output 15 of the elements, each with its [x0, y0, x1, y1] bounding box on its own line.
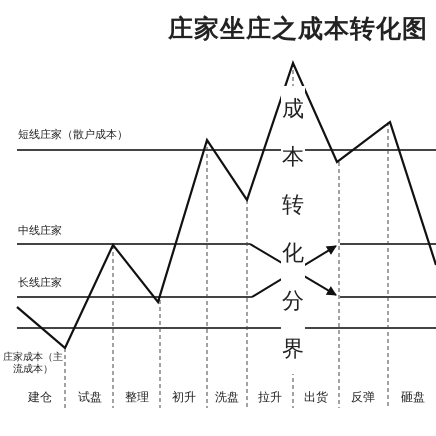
phase-label: 反弹	[350, 390, 376, 404]
line-label: 庄家成本（主流成本）	[2, 352, 64, 376]
phase-label: 初升	[171, 390, 197, 404]
line-label: 长线庄家	[18, 276, 62, 290]
phase-label: 试盘	[77, 390, 103, 404]
line-label: 短线庄家（散户成本）	[18, 128, 128, 142]
phase-label: 砸盘	[400, 390, 426, 404]
phase-label: 洗盘	[214, 390, 240, 404]
phase-label: 拉升	[257, 390, 283, 404]
line-label: 中线庄家	[18, 224, 62, 238]
chart-title: 庄家坐庄之成本转化图	[168, 14, 428, 44]
phase-label: 出货	[303, 390, 329, 404]
phase-label: 整理	[124, 390, 150, 404]
boundary-label: 成本转化分界	[281, 86, 305, 374]
phase-label: 建仓	[27, 390, 53, 404]
